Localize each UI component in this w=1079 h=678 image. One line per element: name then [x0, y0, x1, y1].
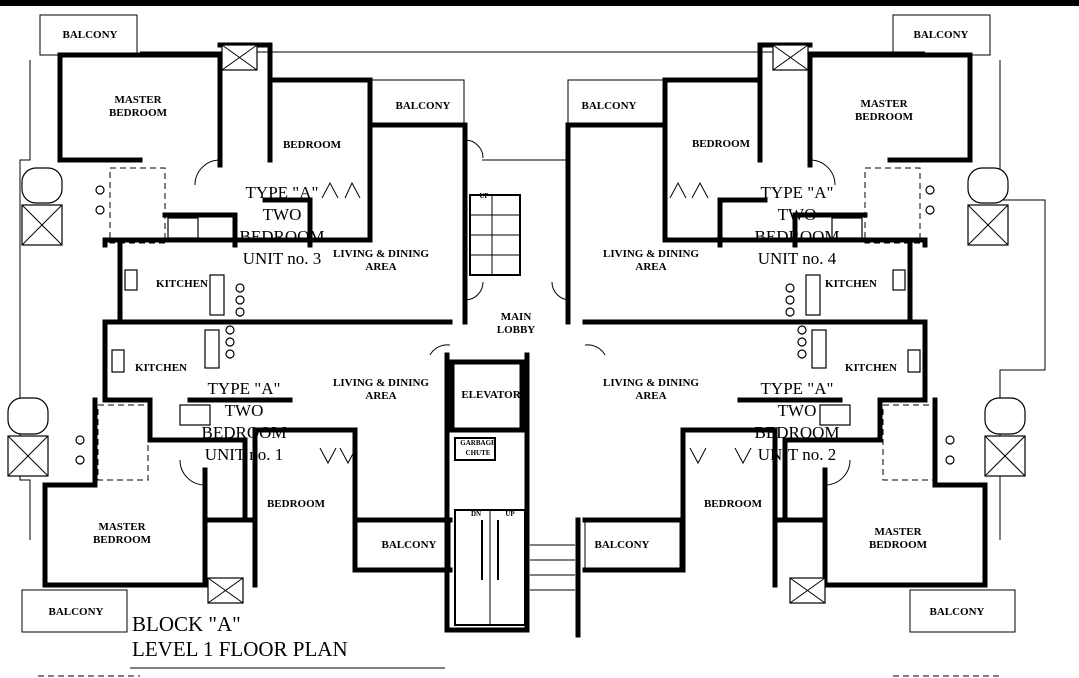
- unit-4-designation: TYPE "A" TWO BEDROOM UNIT no. 4: [754, 183, 839, 268]
- master-bedroom-label: BEDROOM: [109, 107, 168, 119]
- svg-text:UNIT no. 3: UNIT no. 3: [243, 249, 322, 268]
- balcony-label: BALCONY: [913, 29, 968, 41]
- living-dining-label: AREA: [365, 261, 396, 273]
- svg-text:TYPE "A": TYPE "A": [246, 183, 319, 202]
- bedroom-label: BEDROOM: [692, 138, 751, 150]
- unit-2-walls: [582, 319, 1026, 633]
- svg-text:UNIT no. 1: UNIT no. 1: [205, 445, 284, 464]
- unit-4-walls: [565, 14, 1009, 325]
- main-lobby-label: LOBBY: [497, 324, 536, 336]
- svg-text:UNIT no. 4: UNIT no. 4: [758, 249, 837, 268]
- bedroom-label: BEDROOM: [267, 498, 326, 510]
- svg-text:TYPE "A": TYPE "A": [761, 379, 834, 398]
- balcony-label: BALCONY: [581, 100, 636, 112]
- master-bedroom-label: MASTER: [874, 526, 922, 538]
- garbage-chute-label: CHUTE: [466, 449, 491, 457]
- svg-text:UNIT no. 2: UNIT no. 2: [758, 445, 837, 464]
- svg-text:BEDROOM: BEDROOM: [201, 423, 286, 442]
- living-dining-label: LIVING & DINING: [333, 377, 429, 389]
- living-dining-label: LIVING & DINING: [603, 248, 699, 260]
- plan-subtitle: LEVEL 1 FLOOR PLAN: [132, 637, 348, 661]
- main-lobby-label: MAIN: [501, 311, 532, 323]
- unit-3-designation: TYPE "A" TWO BEDROOM UNIT no. 3: [239, 183, 324, 268]
- master-bedroom-label: BEDROOM: [855, 111, 914, 123]
- balcony-label: BALCONY: [48, 606, 103, 618]
- stair-up-label: UP: [505, 510, 515, 518]
- svg-text:TWO: TWO: [778, 205, 817, 224]
- master-bedroom-label: BEDROOM: [93, 534, 152, 546]
- living-dining-label: AREA: [635, 261, 666, 273]
- living-dining-label: LIVING & DINING: [333, 248, 429, 260]
- balcony-label: BALCONY: [62, 29, 117, 41]
- living-dining-label: AREA: [365, 390, 396, 402]
- svg-text:TYPE "A": TYPE "A": [761, 183, 834, 202]
- master-bedroom-label: MASTER: [98, 521, 146, 533]
- svg-text:BEDROOM: BEDROOM: [754, 227, 839, 246]
- kitchen-label: KITCHEN: [135, 362, 187, 374]
- elevator-label: ELEVATOR: [461, 389, 521, 401]
- bedroom-label: BEDROOM: [704, 498, 763, 510]
- living-dining-label: LIVING & DINING: [603, 377, 699, 389]
- balcony-label: BALCONY: [594, 539, 649, 551]
- balcony-label: BALCONY: [381, 539, 436, 551]
- kitchen-label: KITCHEN: [156, 278, 208, 290]
- core-walls: [444, 159, 581, 638]
- svg-text:BEDROOM: BEDROOM: [754, 423, 839, 442]
- unit-2-designation: TYPE "A" TWO BEDROOM UNIT no. 2: [754, 379, 839, 464]
- scale-marks: [38, 667, 1000, 677]
- kitchen-label: KITCHEN: [845, 362, 897, 374]
- svg-text:TWO: TWO: [225, 401, 264, 420]
- svg-text:TYPE "A": TYPE "A": [208, 379, 281, 398]
- svg-text:TWO: TWO: [263, 205, 302, 224]
- unit-1-designation: TYPE "A" TWO BEDROOM UNIT no. 1: [201, 379, 286, 464]
- master-bedroom-label: MASTER: [860, 98, 908, 110]
- balcony-label: BALCONY: [929, 606, 984, 618]
- master-bedroom-label: BEDROOM: [869, 539, 928, 551]
- plan-title: BLOCK "A": [132, 612, 241, 636]
- balcony-label: BALCONY: [395, 100, 450, 112]
- bedroom-label: BEDROOM: [283, 139, 342, 151]
- garbage-chute-label: GARBAGE: [460, 439, 496, 447]
- kitchen-label: KITCHEN: [825, 278, 877, 290]
- svg-text:BEDROOM: BEDROOM: [239, 227, 324, 246]
- top-border: [0, 0, 1079, 6]
- living-dining-label: AREA: [635, 390, 666, 402]
- unit-1-walls: [7, 319, 453, 633]
- unit-3-walls: [21, 14, 484, 325]
- svg-text:TWO: TWO: [778, 401, 817, 420]
- stair-up-label: UP: [479, 192, 489, 200]
- stair-dn-label: DN: [471, 510, 481, 518]
- site-outline: [19, 51, 1046, 540]
- master-bedroom-label: MASTER: [114, 94, 162, 106]
